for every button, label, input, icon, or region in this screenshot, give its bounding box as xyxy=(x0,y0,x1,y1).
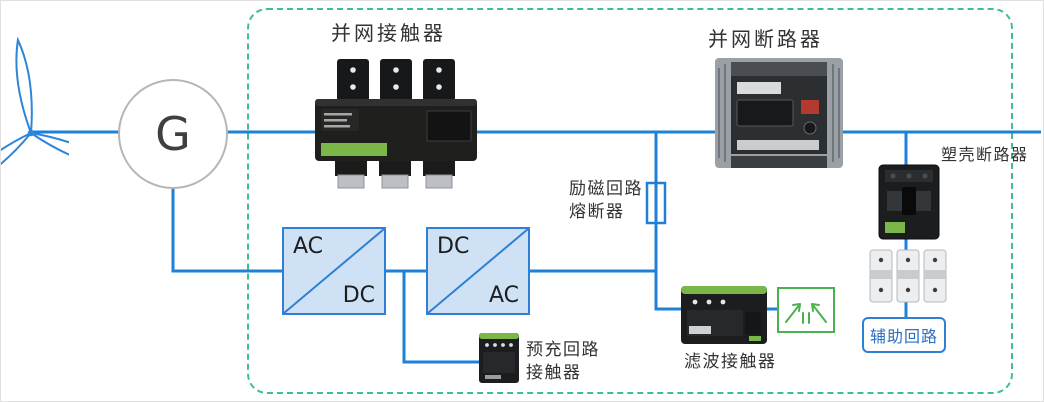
precharge-contactor-label: 预充回路 接触器 xyxy=(526,339,600,385)
generator-symbol: G xyxy=(118,79,228,189)
grid-breaker-label: 并网断路器 xyxy=(708,27,823,51)
mccb-label: 塑壳断路器 xyxy=(941,145,1029,164)
excitation-fuse-label: 励磁回路 熔断器 xyxy=(569,178,643,224)
mccb-image xyxy=(878,164,940,240)
converter-system-boundary xyxy=(247,8,1013,394)
converter-dc-ac-output-label: AC xyxy=(488,283,519,308)
filter-symbol-box xyxy=(777,287,835,333)
filter-contactor-image xyxy=(679,282,769,346)
grid-contactor-label: 并网接触器 xyxy=(331,21,446,45)
converter-dc-ac-input-label: DC xyxy=(437,234,470,259)
grid-breaker-image xyxy=(713,56,845,173)
converter-diagonal xyxy=(428,229,528,313)
converter-dc-ac: DC AC xyxy=(426,227,530,315)
converter-ac-dc: AC DC xyxy=(282,227,386,315)
aux-circuit-box: 辅助回路 xyxy=(862,317,946,353)
fuse-bank-image xyxy=(869,248,947,305)
grid-contactor-image xyxy=(307,57,483,189)
converter-ac-dc-input-label: AC xyxy=(293,234,324,259)
converter-diagonal xyxy=(284,229,384,313)
precharge-label-line1: 预充回路 xyxy=(526,340,600,360)
excitation-fuse-label-line2: 熔断器 xyxy=(569,202,625,222)
excitation-fuse-label-line1: 励磁回路 xyxy=(569,179,643,199)
excitation-fuse-symbol xyxy=(645,181,667,225)
aux-circuit-label: 辅助回路 xyxy=(869,327,938,346)
wire-precharge-branch xyxy=(402,271,482,364)
precharge-label-line2: 接触器 xyxy=(526,363,582,383)
converter-ac-dc-output-label: DC xyxy=(342,283,375,308)
filter-contactor-label: 滤波接触器 xyxy=(684,352,777,372)
wire-generator-converter xyxy=(171,187,284,273)
generator-label: G xyxy=(155,107,191,161)
precharge-contactor-image xyxy=(478,331,520,384)
filter-symbol-icon xyxy=(785,303,827,324)
wind-turbine-icon xyxy=(1,21,122,239)
